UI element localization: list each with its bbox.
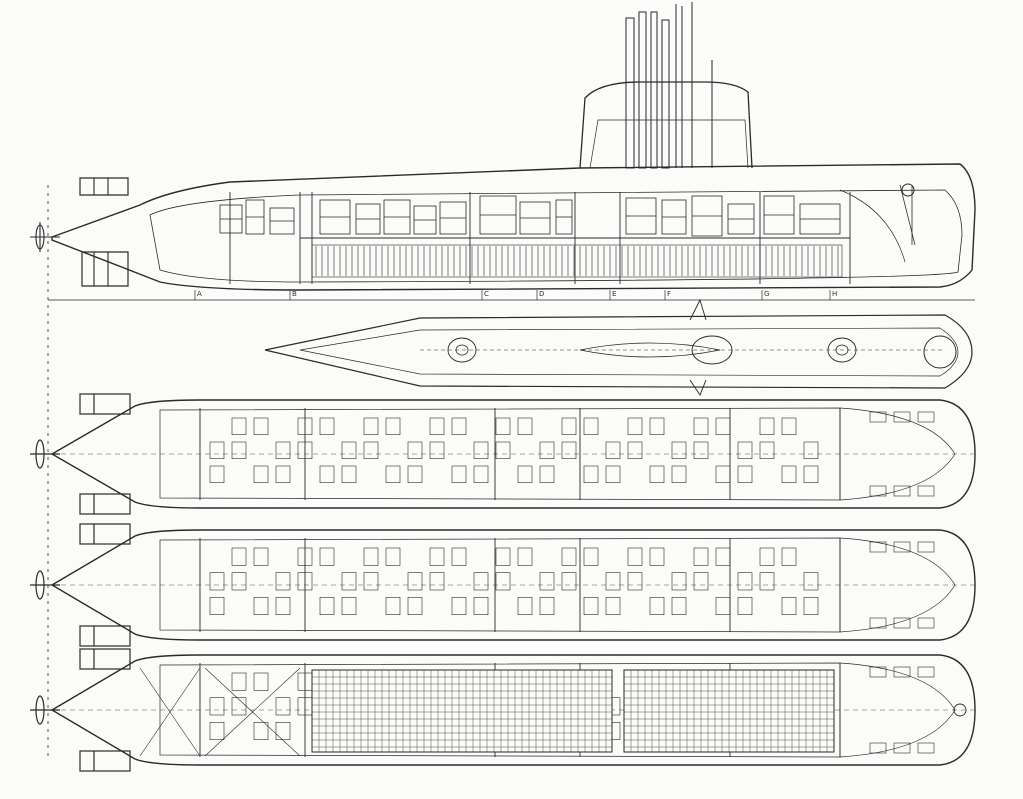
deck-plan-view [264,298,973,396]
plan-view-3 [30,648,976,772]
frame-labels: A B C D E F G H [194,290,837,300]
frame-label: F [667,290,671,298]
frame-reference-line [47,185,975,760]
plan-view-2 [30,523,976,647]
frame-label: H [832,290,837,298]
frame-label: E [612,290,616,298]
frame-label: A [197,290,202,298]
frame-label: G [764,290,769,298]
plan-view-1 [30,393,976,515]
profile-view [30,2,976,291]
frame-label: B [292,290,297,298]
frame-label: C [484,290,489,298]
frame-label: D [539,290,544,298]
